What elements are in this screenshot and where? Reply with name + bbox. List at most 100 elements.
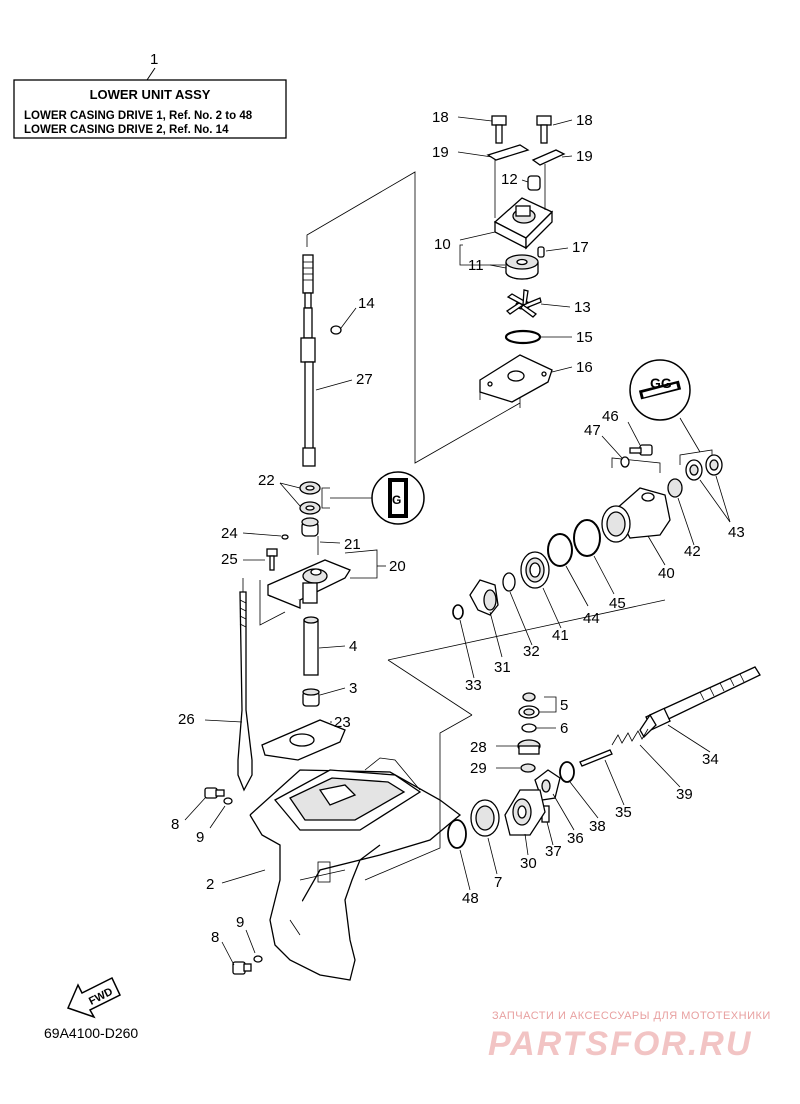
callout-47: 47 (584, 422, 601, 439)
title-line-1: LOWER CASING DRIVE 1, Ref. No. 2 to 48 (24, 110, 253, 122)
cross-pin-ring-38 (559, 761, 575, 783)
o-ring-44 (547, 533, 573, 567)
shim-32 (502, 572, 516, 592)
grommet-3 (302, 688, 320, 707)
prop-shaft-group (364, 666, 761, 881)
o-ring-45 (573, 519, 601, 557)
watermark-brand: PARTSFOR.RU (488, 1025, 752, 1063)
callout-20: 20 (389, 558, 406, 575)
pin-24 (281, 534, 289, 540)
callout-35: 35 (615, 804, 632, 821)
title-line-2: LOWER CASING DRIVE 2, Ref. No. 14 (24, 124, 229, 136)
shift-rod-26 (237, 578, 253, 792)
watermark-tagline: ЗАПЧАСТИ И АКСЕССУАРЫ ДЛЯ МОТОТЕХНИКИ (492, 1010, 771, 1022)
bolt-46 (629, 444, 653, 456)
circlip-33 (452, 604, 464, 620)
washer-9-upper (223, 797, 233, 805)
callout-34: 34 (702, 751, 719, 768)
bolt-25 (266, 548, 278, 571)
circlip-14 (330, 325, 342, 335)
prop-shaft-housing-40 (601, 487, 671, 543)
callout-5: 5 (560, 697, 568, 714)
impeller-13 (505, 289, 542, 318)
bearings-22 (299, 481, 321, 515)
svg-text:GG: GG (650, 375, 672, 391)
ball-bearing-41 (520, 551, 550, 589)
dog-clutch-36 (534, 769, 561, 801)
pinion-28 (517, 739, 541, 755)
callout-41: 41 (552, 627, 569, 644)
callout-25: 25 (221, 551, 238, 568)
callout-27: 27 (356, 371, 373, 388)
fwd-arrow-icon: FWD (66, 976, 121, 1019)
insert-cartridge-11 (505, 254, 539, 280)
callout-42: 42 (684, 543, 701, 560)
spring-39 (611, 728, 649, 746)
callout-23: 23 (334, 714, 351, 731)
plate-19-right (531, 149, 566, 166)
washer-9-lower (253, 955, 263, 963)
callout-19-right: 19 (576, 148, 593, 165)
callout-38: 38 (589, 818, 606, 835)
callout-32: 32 (523, 643, 540, 660)
pump-housing-10 (493, 197, 554, 250)
callout-37: 37 (545, 843, 562, 860)
callout-46: 46 (602, 408, 619, 425)
callout-39: 39 (676, 786, 693, 803)
diagram-code: 69A4100-D260 (44, 1025, 138, 1041)
svg-text:G: G (392, 493, 401, 507)
watermark: ЗАПЧАСТИ И АКСЕССУАРЫ ДЛЯ МОТОТЕХНИКИ PA… (488, 1010, 771, 1063)
drive-shaft-group (237, 171, 521, 792)
bearing-5 (518, 692, 540, 719)
bolt-18-left (491, 115, 507, 144)
callout-10: 10 (434, 236, 451, 253)
callout-11: 11 (468, 257, 484, 274)
bolt-18-right (536, 115, 552, 144)
shim-48 (447, 819, 467, 849)
oil-seal-housing-20 (267, 559, 351, 609)
plate-19-left (486, 144, 530, 161)
callout-45: 45 (609, 595, 626, 612)
o-ring-15 (504, 329, 542, 345)
callout-26: 26 (178, 711, 195, 728)
oil-seals-43 (685, 454, 723, 481)
callout-33: 33 (465, 677, 482, 694)
grease-tube-icon: G (371, 471, 425, 525)
callout-15: 15 (576, 329, 593, 346)
drive-shaft-27 (300, 254, 316, 467)
callout-28: 28 (470, 739, 487, 756)
callout-8-upper: 8 (171, 816, 179, 833)
callout-2: 2 (206, 876, 214, 893)
lower-casing-2 (249, 757, 462, 981)
callout-labels: 18 18 19 19 12 10 17 11 13 15 16 14 27 2… (171, 109, 745, 946)
callout-3: 3 (349, 680, 357, 697)
leader-lines (184, 116, 731, 966)
reverse-gear-31 (469, 579, 499, 616)
propeller-shaft-34 (639, 666, 761, 739)
callout-9-upper: 9 (196, 829, 204, 846)
callout-1: 1 (150, 51, 158, 68)
water-tube-4 (303, 616, 319, 676)
callout-17: 17 (572, 239, 589, 256)
callout-16: 16 (576, 359, 593, 376)
callout-48: 48 (462, 890, 479, 907)
outer-plate-16 (479, 354, 553, 403)
callout-4: 4 (349, 638, 357, 655)
prop-shaft-housing-group (387, 444, 723, 716)
grease-gun-icon: GG (629, 359, 701, 453)
callout-18-right: 18 (576, 112, 593, 129)
callout-9-lower: 9 (236, 914, 244, 931)
callout-21: 21 (344, 536, 361, 553)
callout-22: 22 (258, 472, 275, 489)
callout-44: 44 (583, 610, 600, 627)
nut-29 (520, 763, 536, 773)
water-pump-group (479, 115, 566, 408)
washer-47 (620, 456, 630, 468)
title-heading: LOWER UNIT ASSY (90, 87, 211, 102)
callout-14: 14 (358, 295, 375, 312)
callout-13: 13 (574, 299, 591, 316)
callout-30: 30 (520, 855, 537, 872)
bolt-8-upper (204, 787, 225, 799)
callout-43: 43 (728, 524, 745, 541)
